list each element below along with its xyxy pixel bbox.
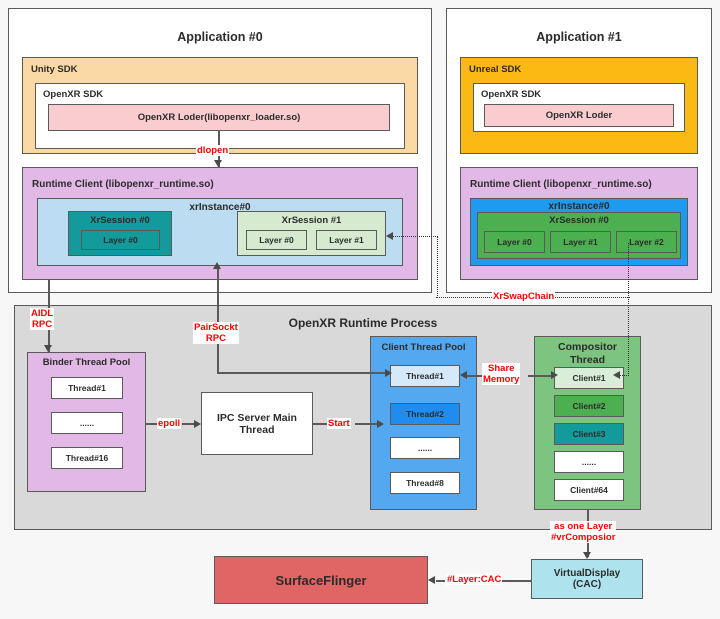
client-thread-item: ...... — [390, 437, 460, 459]
dlopen-arrow — [214, 160, 222, 167]
xrswapchain-arrow-session — [386, 232, 393, 240]
virtualdisplay-line1: VirtualDisplay — [553, 568, 621, 579]
xrsession-0-app0: XrSession #0 Layer #0 — [68, 211, 172, 256]
layer-box: Layer #0 — [81, 230, 160, 250]
xrsession-1-app0: XrSession #1 Layer #0 Layer #1 — [237, 211, 386, 256]
share-memory-label: Share Memory — [482, 363, 521, 385]
as-one-layer-arrow — [583, 552, 591, 559]
xrinstance-0-label-app0: xrInstance#0 — [189, 202, 251, 213]
xrswapchain-label-text: XrSwapChain — [493, 291, 555, 302]
layer-cac-arrow — [428, 576, 435, 584]
application-0-title: Application #0 — [177, 30, 263, 44]
layer-cac-label: #Layer:CAC — [446, 574, 503, 585]
start-label-text: Start — [328, 418, 350, 429]
share-memory-arrow-right — [551, 371, 558, 379]
layer-box: Layer #0 — [484, 231, 545, 253]
xrswapchain-line-vertical-right — [628, 243, 629, 376]
share-memory-line-left — [466, 375, 492, 377]
epoll-arrow — [194, 420, 201, 428]
as-one-layer-line1: as one Layer — [554, 521, 613, 532]
start-arrow — [377, 420, 384, 428]
openxr-sdk-label-app0: OpenXR SDK — [43, 89, 104, 100]
as-one-layer-line2: #vrComposior — [551, 532, 616, 543]
ipc-server-main-thread: IPC Server Main Thread — [201, 392, 313, 455]
layer-box: Layer #2 — [616, 231, 677, 253]
share-memory-line-right — [528, 375, 553, 377]
epoll-line-right — [182, 423, 196, 425]
dlopen-label: dlopen — [196, 145, 230, 156]
pairsockt-arrow-right — [385, 369, 392, 377]
virtualdisplay-line2: (CAC) — [572, 579, 602, 590]
pairsockt-line-vertical — [217, 265, 219, 373]
client-thread-item: Thread#8 — [390, 472, 460, 494]
compositor-client-item: ...... — [554, 451, 624, 473]
binder-thread-item: ...... — [51, 412, 123, 434]
epoll-label-text: epoll — [158, 418, 181, 429]
virtualdisplay-box: VirtualDisplay (CAC) — [531, 559, 643, 599]
layer-box: Layer #0 — [246, 230, 307, 250]
binder-thread-pool-title: Binder Thread Pool — [42, 357, 131, 368]
openxr-loader-app1: OpenXR Loder — [484, 104, 674, 127]
epoll-label: epoll — [157, 418, 182, 429]
unity-sdk-label: Unity SDK — [31, 64, 78, 75]
pairsockt-label-line1: PairSockt — [194, 322, 238, 333]
aidl-rpc-label: AIDL RPC — [30, 308, 55, 330]
compositor-thread: Compositor Thread Client#1 Client#2 Clie… — [534, 336, 641, 510]
layer-box: Layer #1 — [550, 231, 611, 253]
aidl-rpc-label-line2: RPC — [32, 319, 53, 330]
runtime-client-label-app1: Runtime Client (libopenxr_runtime.so) — [470, 179, 652, 190]
xrsession-1-label-app0: XrSession #1 — [281, 215, 342, 226]
xrsession-0-label-app1: XrSession #0 — [549, 215, 609, 226]
dlopen-label-text: dlopen — [197, 145, 229, 156]
runtime-client-label-app0: Runtime Client (libopenxr_runtime.so) — [32, 179, 214, 190]
as-one-layer-label: as one Layer #vrComposior — [550, 521, 617, 543]
xrswapchain-label: XrSwapChain — [492, 291, 556, 302]
layer-cac-label-text: #Layer:CAC — [447, 574, 502, 585]
openxr-loader-app0: OpenXR Loder(libopenxr_loader.so) — [48, 104, 390, 131]
compositor-client-item: Client#3 — [554, 423, 624, 445]
layer-cac-line-left — [436, 580, 445, 582]
binder-thread-item: Thread#16 — [51, 447, 123, 469]
xrsession-0-label-app0: XrSession #0 — [90, 215, 150, 226]
compositor-client-item: Client#2 — [554, 395, 624, 417]
openxr-sdk-label-app1: OpenXR SDK — [481, 89, 542, 100]
client-thread-item: Thread#1 — [390, 365, 460, 387]
xrswapchain-line-to-session — [393, 236, 438, 237]
compositor-thread-line2: Thread — [569, 354, 605, 366]
client-thread-item: Thread#2 — [390, 403, 460, 425]
start-line-left — [313, 423, 328, 425]
share-memory-line2: Memory — [483, 374, 520, 385]
start-line-right — [355, 423, 379, 425]
client-thread-pool: Client Thread Pool Thread#1 Thread#2 ...… — [370, 336, 477, 510]
share-memory-arrow-left — [460, 371, 467, 379]
xrinstance-0-label-app1: xrInstance#0 — [548, 201, 610, 212]
xrswapchain-line-vertical-left — [437, 236, 438, 298]
ipc-server-line1: IPC Server Main — [217, 411, 297, 424]
xrswapchain-stub-client — [619, 375, 629, 376]
layer-box: Layer #1 — [316, 230, 377, 250]
pairsockt-arrow-up — [213, 262, 221, 269]
ipc-server-line2: Thread — [239, 423, 275, 436]
aidl-rpc-arrow — [44, 345, 52, 352]
unreal-sdk-label: Unreal SDK — [469, 64, 522, 75]
client-thread-pool-title: Client Thread Pool — [381, 342, 466, 353]
compositor-client-item: Client#64 — [554, 479, 624, 501]
share-memory-line1: Share — [488, 363, 515, 374]
binder-thread-item: Thread#1 — [51, 377, 123, 399]
aidl-rpc-label-line1: AIDL — [31, 308, 54, 319]
epoll-line-left — [146, 423, 159, 425]
pairsockt-rpc-label: PairSockt RPC — [193, 322, 239, 344]
pairsockt-label-line2: RPC — [205, 333, 226, 344]
start-label: Start — [327, 418, 351, 429]
openxr-runtime-process-title: OpenXR Runtime Process — [288, 316, 438, 330]
surfaceflinger-box: SurfaceFlinger — [214, 556, 428, 604]
binder-thread-pool: Binder Thread Pool Thread#1 ...... Threa… — [27, 352, 146, 492]
compositor-thread-line1: Compositor — [558, 341, 617, 353]
layer-cac-line-right — [498, 580, 531, 582]
application-1-title: Application #1 — [536, 30, 622, 44]
pairsockt-line-horizontal — [217, 372, 387, 374]
xrsession-0-app1: XrSession #0 Layer #0 Layer #1 Layer #2 — [477, 212, 681, 259]
xrswapchain-arrow-client — [613, 371, 620, 379]
